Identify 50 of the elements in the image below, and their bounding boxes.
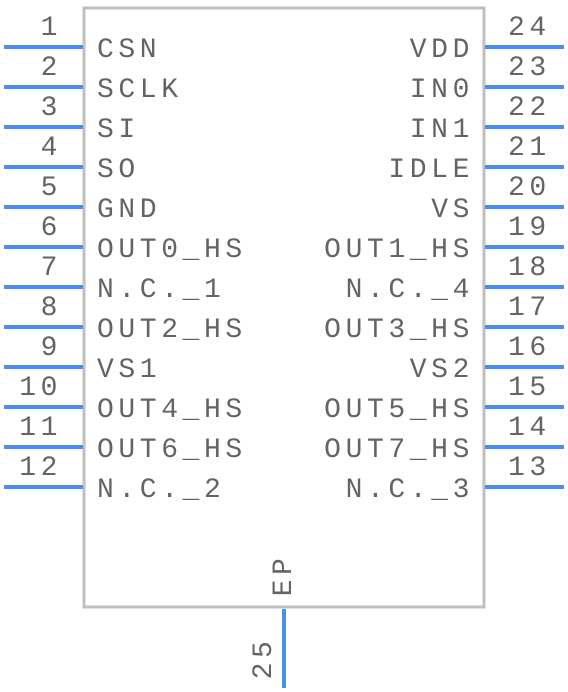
pin-number: 19	[508, 214, 551, 244]
pin-number: 13	[508, 454, 551, 484]
pin-name: OUT4_HS	[97, 396, 247, 426]
pin-number: 12	[19, 454, 62, 484]
pin-name: SI	[97, 116, 140, 146]
pin-name: N.C._3	[346, 476, 474, 506]
pin-number: 7	[40, 254, 62, 284]
pin-name: IN1	[410, 116, 474, 146]
pin-name: OUT1_HS	[324, 236, 474, 266]
pin-name: OUT5_HS	[324, 396, 474, 426]
pin-number: 4	[40, 134, 62, 164]
pin-number: 6	[40, 214, 62, 244]
pin-name: OUT3_HS	[324, 316, 474, 346]
pin-number: 20	[508, 174, 551, 204]
pin-name: N.C._1	[97, 276, 226, 306]
pin-number: 10	[19, 374, 62, 404]
pin-name: N.C._4	[346, 276, 474, 306]
pin-name: EP	[270, 552, 300, 598]
pin-name: OUT6_HS	[97, 436, 247, 466]
pin-name: CSN	[97, 36, 162, 66]
pin-name: OUT7_HS	[324, 436, 474, 466]
pin-number: 21	[508, 134, 551, 164]
pin-number: 18	[508, 254, 551, 284]
pin-number: 17	[508, 294, 551, 324]
pin-name: IN0	[410, 76, 474, 106]
pin-number: 9	[40, 334, 62, 364]
pin-name: SCLK	[97, 76, 183, 106]
pin-name: IDLE	[388, 156, 474, 186]
pin-name: SO	[97, 156, 140, 186]
pin-number: 11	[19, 414, 62, 444]
pin-name: OUT2_HS	[97, 316, 247, 346]
pin-number: 23	[508, 54, 551, 84]
pin-number: 8	[40, 294, 62, 324]
pin-name: VS1	[97, 356, 162, 386]
pin-number: 16	[508, 334, 551, 364]
pin-name: VS	[431, 196, 474, 226]
pin-number: 3	[40, 94, 62, 124]
pin-number: 15	[508, 374, 551, 404]
pin-name: VS2	[410, 356, 474, 386]
pin-number: 5	[40, 174, 62, 204]
pin-number: 24	[508, 14, 551, 44]
pin-number: 14	[508, 414, 551, 444]
pin-name: GND	[97, 196, 162, 226]
pin-name: OUT0_HS	[97, 236, 247, 266]
pin-name: VDD	[410, 36, 474, 66]
pin-number: 1	[40, 14, 62, 44]
pin-number: 2	[40, 54, 62, 84]
pin-number: 25	[250, 636, 280, 682]
pin-name: N.C._2	[97, 476, 226, 506]
pin-number: 22	[508, 94, 551, 124]
